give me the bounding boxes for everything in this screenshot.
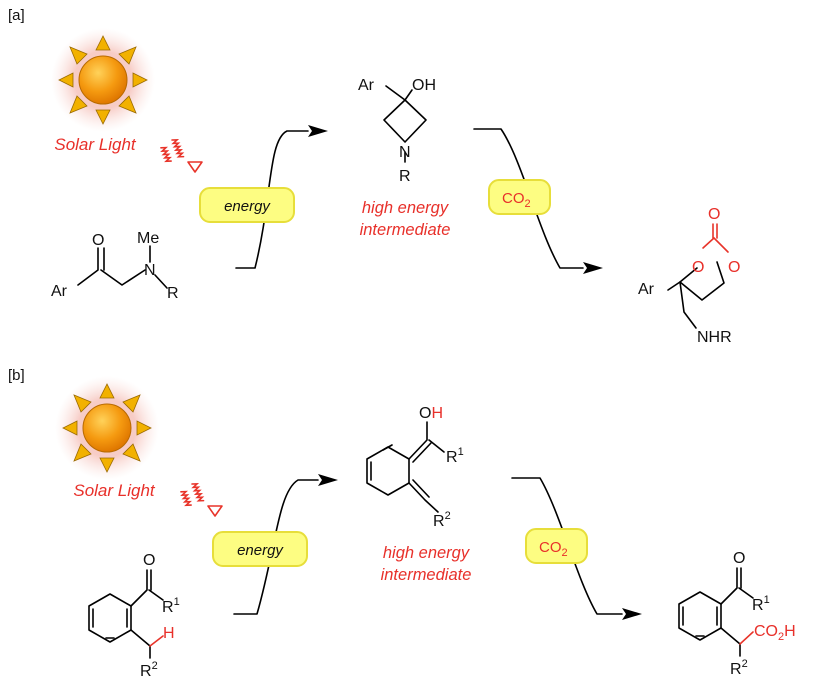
svg-text:CO2H: CO2H (754, 623, 796, 643)
panel-a-tag: [a] (8, 7, 25, 24)
light-squiggle-arrow-icon (155, 136, 203, 173)
svg-text:R2: R2 (730, 658, 748, 678)
start-material-a: Ar O Me N R (51, 230, 179, 302)
svg-text:O: O (733, 550, 745, 567)
panel-b-tag: [b] (8, 367, 25, 384)
energy-badge (212, 531, 308, 567)
svg-text:O: O (708, 206, 720, 223)
arrowhead-icon (308, 125, 328, 137)
co2-label: CO2 (502, 190, 531, 210)
co2-label: CO2 (539, 539, 568, 559)
co2-badge (525, 528, 588, 564)
svg-text:R1: R1 (162, 596, 180, 616)
svg-text:N: N (144, 262, 156, 279)
svg-text:NHR: NHR (697, 329, 732, 346)
energy-label: energy (237, 542, 284, 559)
high-energy-label: high energy (362, 199, 450, 217)
svg-text:O: O (692, 259, 704, 276)
sun-icon (50, 27, 156, 133)
svg-text:R: R (167, 285, 179, 302)
svg-text:OH: OH (412, 77, 436, 94)
intermediate-a: Ar OH N R (358, 77, 436, 185)
light-squiggle-arrow-icon (175, 480, 223, 517)
svg-text:Ar: Ar (638, 281, 655, 298)
energy-pathway-line (233, 479, 319, 615)
svg-text:R2: R2 (140, 660, 158, 680)
energy-label: energy (224, 198, 271, 215)
svg-text:Ar: Ar (358, 77, 375, 94)
svg-text:O: O (143, 552, 155, 569)
svg-text:N: N (399, 144, 411, 161)
solar-light-label: Solar Light (73, 481, 156, 500)
arrowhead-icon (318, 474, 338, 486)
intermediate-label: intermediate (360, 221, 451, 239)
svg-text:OH: OH (419, 405, 443, 422)
start-material-b: O R1 H R2 (88, 552, 180, 680)
intermediate-label: intermediate (381, 566, 472, 584)
svg-text:H: H (163, 625, 175, 642)
energy-pathway-line (235, 130, 309, 269)
product-b: O R1 CO2H R2 (678, 550, 796, 678)
svg-text:R1: R1 (446, 446, 464, 466)
arrowhead-icon (583, 262, 603, 274)
arrowhead-icon (622, 608, 642, 620)
svg-text:R1: R1 (752, 594, 770, 614)
svg-text:R2: R2 (433, 510, 451, 530)
svg-text:R: R (399, 168, 411, 185)
co2-badge (488, 179, 551, 215)
svg-text:Ar: Ar (51, 283, 68, 300)
energy-badge (199, 187, 295, 223)
high-energy-label: high energy (383, 544, 471, 562)
product-a: Ar O O O NHR (638, 206, 740, 346)
svg-text:O: O (92, 232, 104, 249)
sun-icon (54, 375, 160, 481)
intermediate-b: OH R1 R2 (366, 405, 464, 530)
solar-light-label: Solar Light (54, 135, 137, 154)
svg-text:Me: Me (137, 230, 159, 247)
svg-text:O: O (728, 259, 740, 276)
